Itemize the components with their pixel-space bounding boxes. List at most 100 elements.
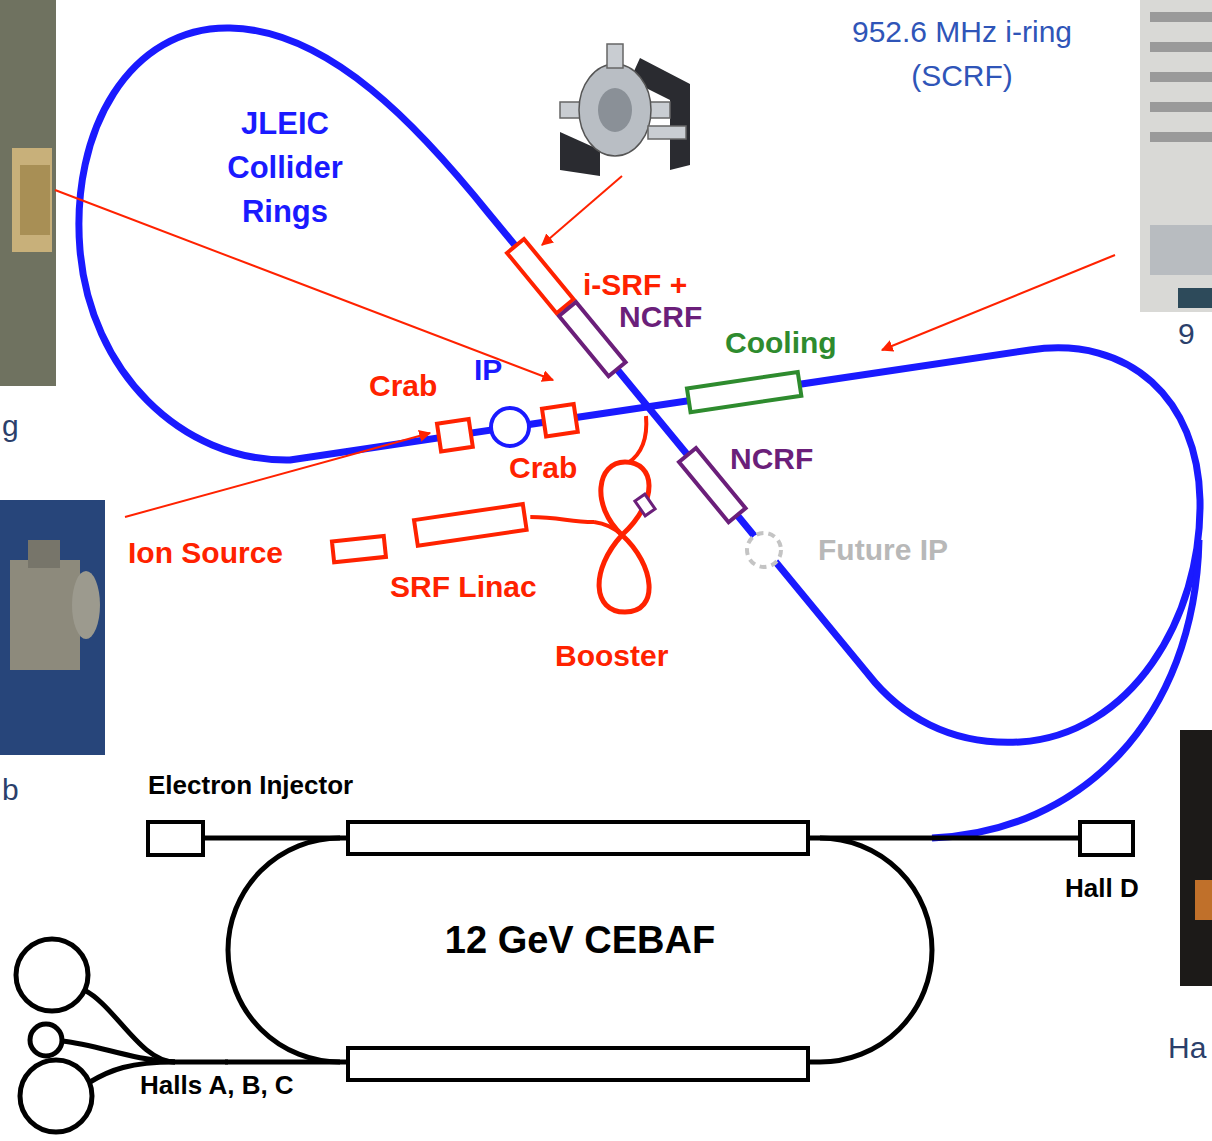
collider-ring	[79, 28, 1200, 742]
ion-source-box-outline	[332, 536, 386, 562]
photo-stripe	[1150, 12, 1212, 22]
photo-stripe	[1150, 102, 1212, 112]
photo-ground	[0, 0, 56, 386]
cavity-port	[648, 126, 686, 139]
node-label: Hall D	[1065, 873, 1139, 904]
cavity-illustration	[560, 44, 690, 176]
ip-circle-outline	[491, 408, 529, 446]
cropped-caption: Ha	[1168, 1030, 1206, 1066]
node-label: 12 GeV CEBAF	[445, 917, 715, 963]
crab-box-shape	[538, 400, 582, 440]
injector-box: Electron Injector	[146, 820, 205, 857]
cebaf-arc	[820, 838, 932, 1062]
booster-loop	[599, 462, 649, 612]
hall-circle	[30, 1024, 62, 1056]
beamline-connector	[205, 836, 225, 841]
leader-line	[542, 176, 622, 245]
photo-plate-shade	[20, 165, 50, 235]
cavity-iris	[598, 88, 632, 132]
linac-rectangle	[348, 1048, 808, 1080]
future-ip-circle-outline	[747, 533, 781, 567]
leader-line	[125, 433, 430, 517]
hall-beamline	[62, 1041, 175, 1062]
hall-circle	[16, 939, 88, 1011]
ring-transfer-line	[932, 540, 1199, 838]
hall-beamline	[84, 990, 175, 1062]
node-label: Cooling	[725, 327, 837, 359]
photo-cylinder	[1150, 225, 1212, 275]
photo-plate	[12, 148, 52, 252]
crab-box-shape	[433, 415, 477, 455]
photo-base	[1178, 288, 1212, 308]
cooling-box: Cooling	[683, 368, 805, 416]
linac-box-outline	[414, 504, 527, 546]
photo-ground	[0, 500, 105, 755]
hall-beamline	[175, 1060, 228, 1065]
ncrf-box: NCRF	[675, 444, 750, 526]
node-label: NCRF	[619, 301, 702, 333]
hall-box: Hall D	[1078, 820, 1135, 857]
linac-rectangle	[348, 822, 808, 854]
hall-circle	[20, 1060, 92, 1132]
cooling-box-outline	[687, 372, 801, 412]
crab-box-outline	[542, 404, 578, 436]
cavity-port	[607, 44, 623, 68]
photo-ground	[1140, 0, 1212, 312]
ion-transfer-line	[628, 416, 646, 463]
photo-part	[10, 560, 80, 670]
cropped-caption: g	[2, 408, 19, 444]
node-label: NCRF	[730, 443, 813, 475]
cropped-caption: 9	[1178, 316, 1195, 352]
ring-label: JLEIC Collider Rings	[195, 102, 375, 234]
photo-ground	[1180, 730, 1212, 986]
ion-source-box: Ion Source	[328, 532, 390, 566]
node-label: Future IP	[818, 534, 948, 566]
node-label: i-SRF +	[583, 269, 687, 301]
photo-right-bottom	[1180, 730, 1212, 986]
ncrf-box-outline	[559, 302, 626, 376]
cebaf-racetrack: 12 GeV CEBAF	[225, 819, 935, 1083]
node-label: Electron Injector	[148, 770, 353, 801]
node-label: Booster	[555, 640, 668, 672]
srf-cavity-box-outline	[507, 239, 574, 313]
cropped-caption: b	[2, 772, 19, 808]
linac-box: SRF Linac	[410, 500, 531, 550]
ncrf-box: NCRF	[555, 298, 630, 380]
beamline-connector	[935, 836, 1078, 841]
leader-line	[882, 255, 1115, 350]
crab-box-outline	[437, 419, 473, 451]
cebaf-arc	[228, 838, 340, 1062]
photo-part	[1195, 880, 1212, 920]
node-label: Ion Source	[128, 537, 283, 569]
ion-source-box-shape	[328, 532, 390, 566]
photo-part-top	[28, 540, 60, 568]
future-ip-circle: Future IP	[743, 529, 785, 571]
booster-rf-box	[635, 494, 655, 516]
ip-circle-shape	[487, 404, 533, 450]
node-label: SRF Linac	[390, 571, 537, 603]
injector-box-outline	[148, 822, 203, 855]
ip-circle: IP	[487, 404, 533, 450]
frequency-note: 952.6 MHz i-ring (SCRF)	[812, 10, 1112, 98]
ncrf-box-shape	[555, 298, 630, 380]
photo-right-top	[1140, 0, 1212, 312]
booster-ring-shape	[594, 455, 662, 620]
booster-ring: Booster	[594, 455, 662, 620]
cooling-box-shape	[683, 368, 805, 416]
photo-left-middle	[0, 500, 105, 755]
hall-box-shape	[1078, 820, 1135, 857]
linac-box-shape	[410, 500, 531, 550]
photo-stripe	[1150, 42, 1212, 52]
srf-cavity-box: i-SRF +	[503, 235, 578, 317]
photo-stripe	[1150, 72, 1212, 82]
beamline-connector	[530, 517, 594, 522]
srf-cavity-box-shape	[503, 235, 578, 317]
node-label: Crab	[509, 452, 577, 484]
photo-stripe	[1150, 132, 1212, 142]
future-ip-circle-shape	[743, 529, 785, 571]
crab-box: Crab	[538, 400, 582, 440]
